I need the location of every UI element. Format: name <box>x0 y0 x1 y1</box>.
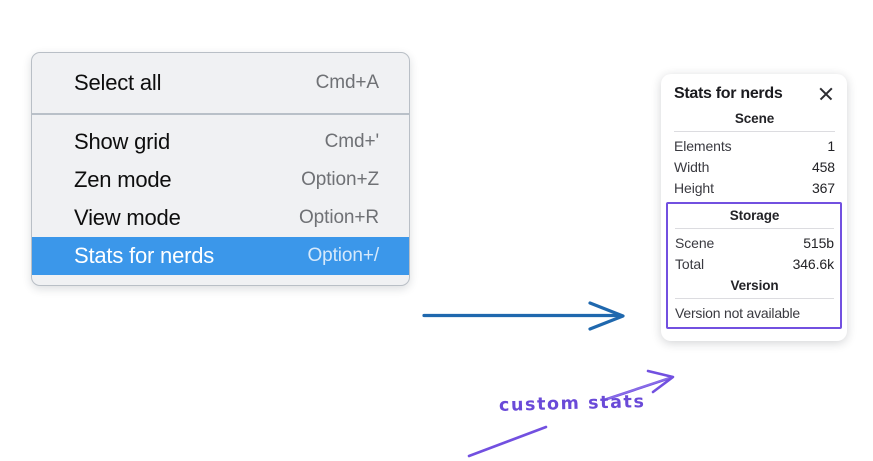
stat-value: 1 <box>827 137 835 154</box>
custom-stats-highlight-block: Storage Scene 515b Total 346.6k Version … <box>666 202 842 329</box>
menu-group-1: Select all Cmd+A <box>32 53 409 113</box>
stat-row-storage-scene: Scene 515b <box>675 232 834 253</box>
stat-row-width: Width 458 <box>674 156 835 177</box>
context-menu[interactable]: Select all Cmd+A Show grid Cmd+' Zen mod… <box>31 52 410 286</box>
stat-label: Scene <box>675 234 715 251</box>
stat-value: 367 <box>811 179 835 196</box>
stat-value: 346.6k <box>792 255 835 272</box>
menu-divider <box>32 113 409 115</box>
menu-item-label: Select all <box>74 70 162 95</box>
menu-item-label: Show grid <box>74 129 171 154</box>
stat-row-elements: Elements 1 <box>674 135 835 156</box>
stats-for-nerds-panel[interactable]: Stats for nerds Scene Elements 1 Width 4… <box>661 74 847 341</box>
menu-item-view-mode[interactable]: View mode Option+R <box>32 199 409 237</box>
stats-panel-header: Stats for nerds <box>661 74 847 107</box>
stat-value: 515b <box>803 234 834 251</box>
close-icon[interactable] <box>817 85 835 103</box>
stat-label: Height <box>674 179 714 196</box>
stats-panel-body: Scene Elements 1 Width 458 Height 367 St… <box>661 107 847 341</box>
menu-item-shortcut: Option+/ <box>307 245 379 266</box>
menu-item-shortcut: Option+Z <box>301 169 379 190</box>
menu-item-show-grid[interactable]: Show grid Cmd+' <box>32 123 409 161</box>
version-section-heading: Version <box>730 278 779 293</box>
stat-value: 458 <box>811 158 835 175</box>
menu-item-shortcut: Cmd+' <box>324 131 379 152</box>
blue-arrow <box>422 301 625 331</box>
stat-label: Elements <box>674 137 732 154</box>
stat-row-height: Height 367 <box>674 177 835 198</box>
menu-item-label: Stats for nerds <box>74 243 215 268</box>
menu-group-2: Show grid Cmd+' Zen mode Option+Z View m… <box>32 115 409 285</box>
menu-item-select-all[interactable]: Select all Cmd+A <box>32 64 409 102</box>
stats-panel-title: Stats for nerds <box>674 85 783 102</box>
divider <box>674 131 835 132</box>
stat-label: Width <box>674 158 710 175</box>
menu-item-stats-for-nerds[interactable]: Stats for nerds Option+/ <box>32 237 409 275</box>
menu-item-label: Zen mode <box>74 167 172 192</box>
storage-section-heading: Storage <box>729 208 780 223</box>
menu-item-shortcut: Option+R <box>299 207 379 228</box>
stat-row-storage-total: Total 346.6k <box>675 253 834 274</box>
menu-item-shortcut: Cmd+A <box>315 72 379 93</box>
divider <box>675 228 834 229</box>
stat-label: Total <box>675 255 705 272</box>
scene-section-heading: Scene <box>734 111 775 126</box>
menu-item-label: View mode <box>74 205 181 230</box>
purple-underline-stroke <box>467 425 548 458</box>
menu-item-zen-mode[interactable]: Zen mode Option+Z <box>32 161 409 199</box>
custom-stats-annotation-label: custom stats <box>498 392 646 416</box>
divider <box>675 298 834 299</box>
version-value: Version not available <box>675 305 800 321</box>
